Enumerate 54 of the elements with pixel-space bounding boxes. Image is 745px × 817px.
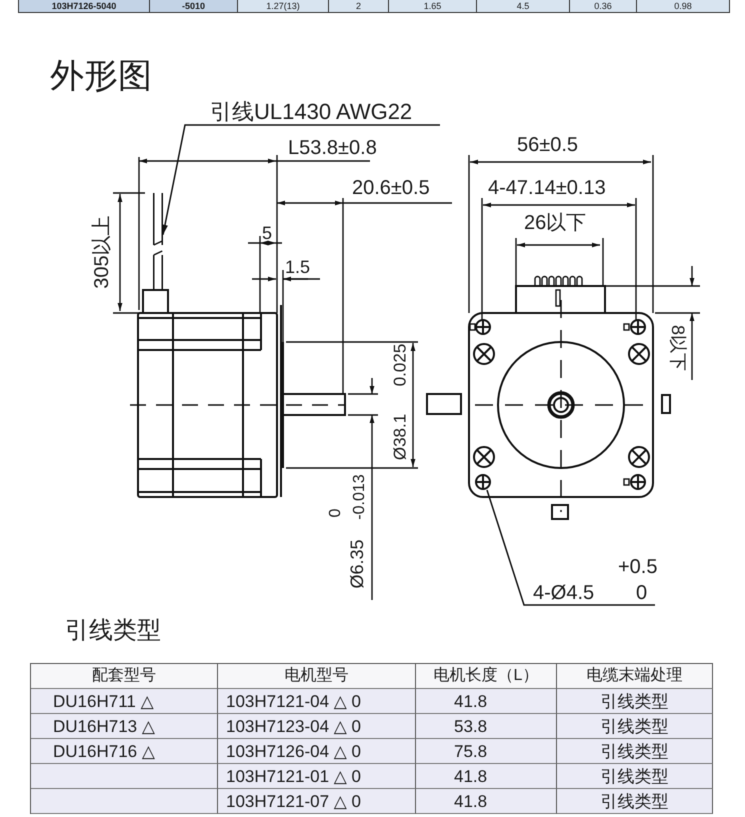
- table-cell: 103H7123-04 △ 0: [218, 714, 416, 739]
- dimension-label: 26以下: [524, 213, 586, 233]
- header-cell: 电机型号: [218, 664, 416, 689]
- table-cell: -5010: [150, 0, 238, 12]
- table-cell: DU16H713 △: [31, 714, 218, 739]
- table-cell: DU16H711 △: [31, 689, 218, 714]
- table-cell: 1.27(13): [238, 0, 329, 12]
- table-cell: 75.8: [416, 739, 557, 764]
- tolerance-label: 0: [636, 583, 648, 603]
- dimension-label: 20.6±0.5: [352, 178, 430, 198]
- table-cell: 引线类型: [557, 789, 713, 814]
- dimension-label: 1.5: [285, 258, 310, 276]
- table-cell: 41.8: [416, 689, 557, 714]
- table-cell: 引线类型: [557, 739, 713, 764]
- title: 外形图: [50, 56, 152, 96]
- table-cell: 1.65: [389, 0, 477, 12]
- table-cell: DU16H716 △: [31, 739, 218, 764]
- dimension-label: L53.8±0.8: [288, 138, 377, 158]
- dimension-label: 56±0.5: [517, 135, 578, 155]
- header-cell: 配套型号: [31, 664, 218, 689]
- mounting-hole-label: 4-Ø4.5: [533, 583, 594, 603]
- header-cell: 电机长度（L）: [416, 664, 557, 689]
- table-cell: 引线类型: [557, 764, 713, 789]
- table-cell: 41.8: [416, 789, 557, 814]
- dimension-label: Ø6.35: [348, 539, 366, 589]
- table-cell: 103H7121-01 △ 0: [218, 764, 416, 789]
- table-cell: 0.98: [637, 0, 730, 12]
- table-cell: 103H7121-07 △ 0: [218, 789, 416, 814]
- dimension-label: 5: [262, 224, 272, 242]
- dimension-label: 0.025: [392, 344, 408, 386]
- lead-wire-label: 引线UL1430 AWG22: [210, 101, 412, 123]
- dimension-label: 4-47.14±0.13: [488, 178, 606, 198]
- header-cell: 电缆末端处理: [557, 664, 713, 689]
- table-cell: 引线类型: [557, 714, 713, 739]
- table-cell: 103H7126-5040: [19, 0, 150, 12]
- table-cell: 103H7121-04 △ 0: [218, 689, 416, 714]
- dimension-label: 0: [328, 508, 344, 518]
- dimension-label: 305以上: [92, 215, 112, 289]
- tolerance-label: +0.5: [618, 557, 658, 577]
- table-cell: 41.8: [416, 764, 557, 789]
- leader-line: [486, 490, 655, 606]
- mounting-hole-icon: [475, 474, 491, 490]
- dimension-label: 8以下: [669, 325, 687, 371]
- dimension-label: -0.013: [352, 474, 368, 520]
- table-cell: 53.8: [416, 714, 557, 739]
- table-cell: 引线类型: [557, 689, 713, 714]
- section-heading: 引线类型: [65, 616, 161, 646]
- lead-wire-drawing: [153, 193, 163, 290]
- table-cell: 2: [329, 0, 389, 12]
- table-cell: 103H7126-04 △ 0: [218, 739, 416, 764]
- table-cell: 4.5: [477, 0, 570, 12]
- table-cell: 0.36: [570, 0, 637, 12]
- dimension-label: Ø38.1: [392, 414, 408, 460]
- leader-line: [162, 124, 440, 235]
